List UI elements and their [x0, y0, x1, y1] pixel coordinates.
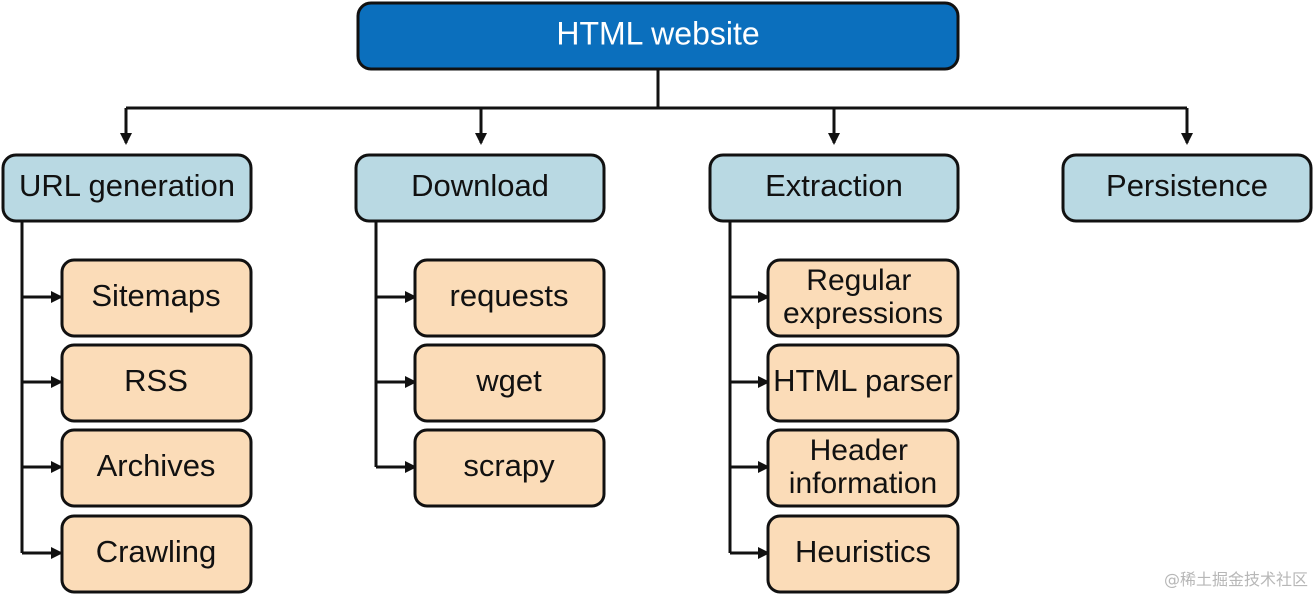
child-rss: [60, 343, 253, 423]
root-connector: [126, 69, 1187, 110]
child-crawling: [60, 514, 253, 594]
child-regular-expressions-line-1: Regular: [806, 264, 911, 297]
watermark: @稀土掘金技术社区: [1164, 570, 1308, 589]
category-extraction-label: Extraction: [765, 168, 903, 203]
child-sitemaps-label: Sitemaps: [91, 278, 220, 313]
child-wget-label: wget: [475, 363, 542, 398]
child-regular-expressions: [766, 258, 960, 338]
child-sitemaps: [60, 258, 253, 338]
category-url-generation-label: URL generation: [19, 168, 235, 203]
child-scrapy: [413, 428, 606, 508]
child-requests: [413, 258, 606, 338]
category-download-label: Download: [411, 168, 549, 203]
child-crawling-label: Crawling: [96, 534, 217, 569]
child-heuristics: [766, 514, 960, 594]
category-extraction: [708, 153, 960, 223]
category-url-generation: [1, 153, 253, 223]
child-header-information-label: Header information: [789, 434, 937, 500]
child-header-information-line-2: information: [789, 467, 937, 500]
child-html-parser: [766, 343, 960, 423]
child-archives-label: Archives: [97, 448, 216, 483]
child-scrapy-label: scrapy: [463, 448, 555, 483]
child-regular-expressions-line-2: expressions: [783, 297, 943, 330]
child-header-information: [766, 428, 960, 508]
category-persistence: [1061, 153, 1313, 223]
child-wget: [413, 343, 606, 423]
child-header-information-line-1: Header: [810, 434, 908, 467]
child-html-parser-label: HTML parser: [773, 363, 953, 398]
category-persistence-label: Persistence: [1106, 168, 1268, 203]
child-requests-label: requests: [450, 278, 569, 313]
child-rss-label: RSS: [124, 363, 188, 398]
root-label: HTML website: [556, 15, 759, 51]
child-archives: [60, 428, 253, 508]
child-heuristics-label: Heuristics: [795, 534, 931, 569]
category-download: [354, 153, 606, 223]
child-regular-expressions-label: Regular expressions: [783, 264, 943, 330]
